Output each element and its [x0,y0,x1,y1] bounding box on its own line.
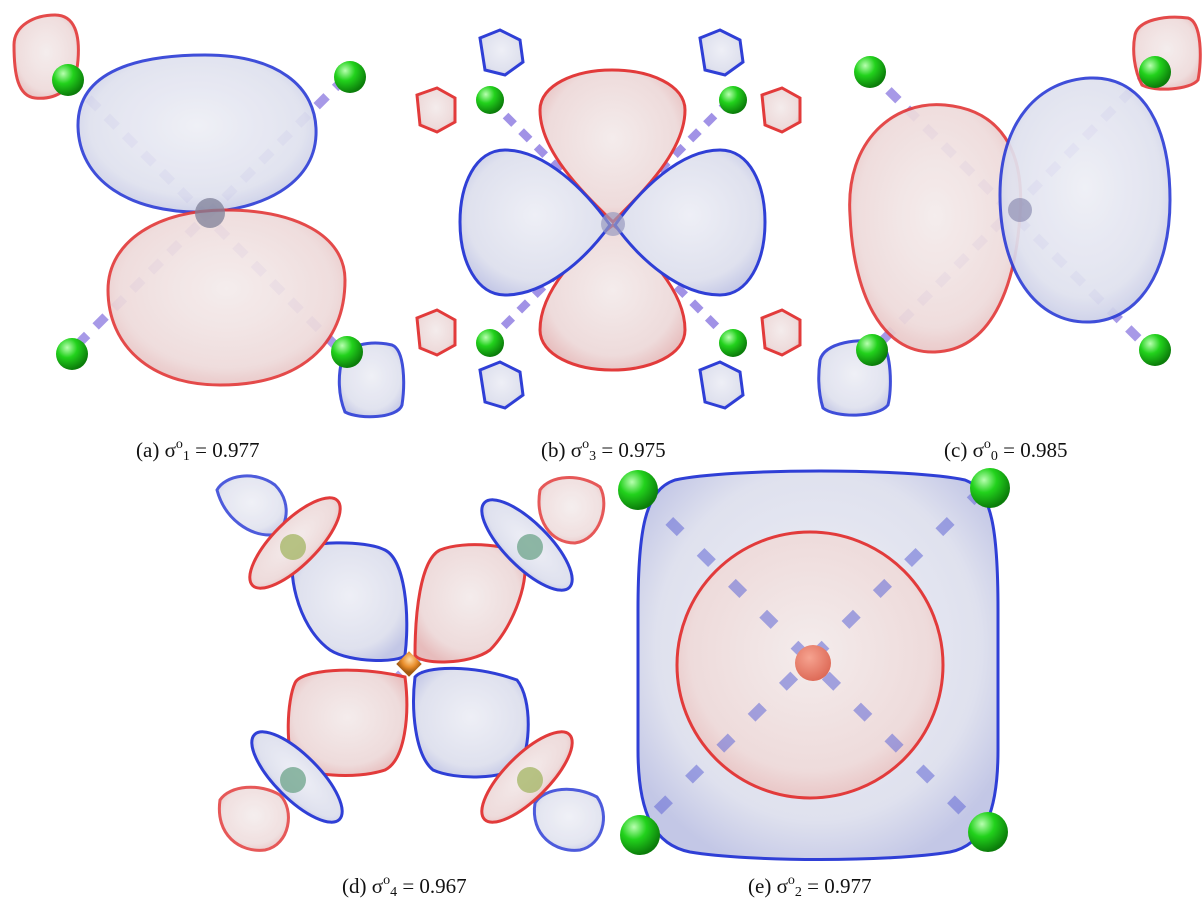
caption-e: (e) σo2 = 0.977 [748,873,872,900]
panel-c-orbital-plot [817,0,1203,430]
ligand-atom [719,86,747,114]
ligand-atom [618,470,658,510]
ligand-atom [1139,56,1171,88]
positive-lobe [760,86,802,134]
ligand-atom [476,329,504,357]
negative-lobe [532,787,605,852]
ligand-atom [517,767,543,793]
positive-lobe [106,208,347,387]
panel-a-svg [12,13,406,419]
ligand-atom [280,534,306,560]
negative-lobe [613,148,767,297]
negative-lobe [478,360,525,410]
negative-lobe [998,76,1172,324]
positive-lobe [415,308,457,357]
ligand-atom [52,64,84,96]
negative-lobe [478,28,525,77]
positive-lobe [848,103,1023,354]
negative-lobe [698,28,745,77]
ligand-atom [970,468,1010,508]
positive-lobe [760,308,802,357]
negative-lobe [698,360,745,410]
negative-lobe [458,148,612,297]
ligand-atom [476,86,504,114]
caption-d: (d) σo4 = 0.967 [342,873,467,900]
bond-dashes [634,486,986,834]
panel-e-svg [618,468,1010,861]
positive-lobe [217,785,290,852]
metal-atom [1008,198,1032,222]
caption-a: (a) σo1 = 0.977 [136,437,260,464]
positive-lobe [537,476,606,545]
ligand-atom [280,767,306,793]
negative-lobe [76,53,318,214]
ligand-atom [334,61,366,93]
ligand-atom [719,329,747,357]
ligand-atom [620,815,660,855]
caption-c: (c) σo0 = 0.985 [944,437,1068,464]
panel-c-svg [817,15,1202,417]
ligand-atom [968,812,1008,852]
ligand-atom [854,56,886,88]
metal-atom [795,645,831,681]
ligand-atom [1139,334,1171,366]
panel-b-svg [415,28,802,410]
ligand-atom [331,336,363,368]
panel-d-svg [215,474,606,852]
metal-atom [195,198,225,228]
ligand-atom [56,338,88,370]
panel-b-orbital-plot [405,0,825,430]
panel-d-orbital-plot [205,465,620,865]
ligand-atom [856,334,888,366]
caption-b: (b) σo3 = 0.975 [541,437,666,464]
panel-e-orbital-plot [610,460,1030,870]
panel-a-orbital-plot [0,0,406,430]
metal-atom [601,212,625,236]
negative-lobe [215,474,288,537]
negative-lobe [290,541,409,662]
positive-lobe [415,86,457,134]
ligand-atom [517,534,543,560]
positive-lobe [413,543,527,664]
metal-atom [396,651,422,677]
